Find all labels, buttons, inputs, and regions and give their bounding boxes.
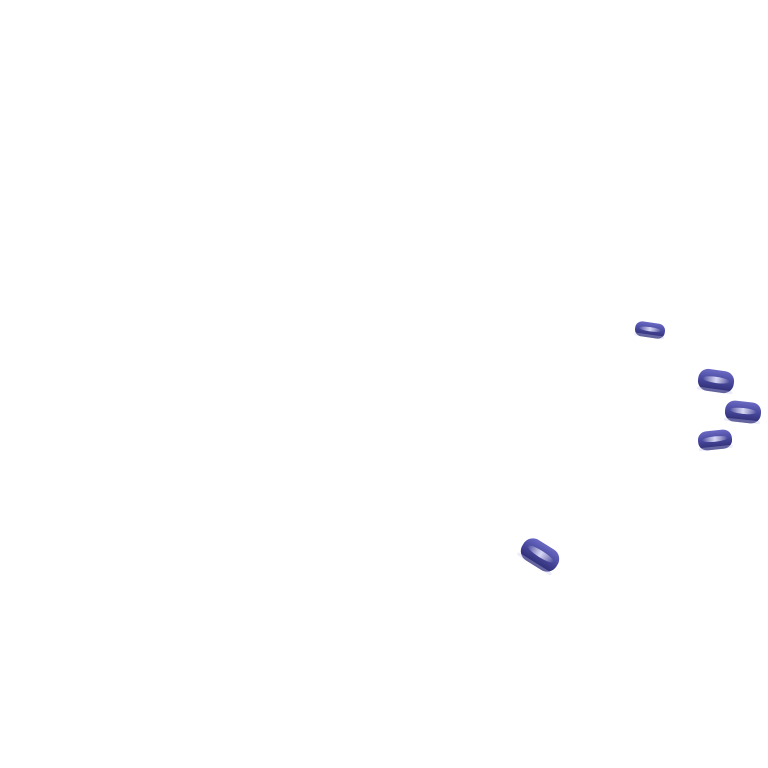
nail-rim-ring (724, 417, 760, 425)
fingernail-thumb (517, 538, 560, 576)
nail-highlight-ring (729, 407, 757, 415)
nail-rim-pinky (698, 444, 733, 452)
nail-highlight-thumb (527, 545, 554, 563)
nail-rim-index (634, 332, 665, 340)
fingernail-index (634, 321, 666, 340)
nail-rim-middle (696, 386, 733, 395)
nails-group (517, 321, 762, 576)
nail-highlight-middle (702, 376, 730, 384)
nail-highlight-index (638, 326, 662, 332)
fingernail-middle (696, 368, 735, 395)
nail-highlight-pinky (702, 436, 728, 443)
fingernail-ring (724, 400, 762, 425)
fingernail-pinky (697, 429, 733, 452)
nail-rim-thumb (517, 552, 552, 576)
